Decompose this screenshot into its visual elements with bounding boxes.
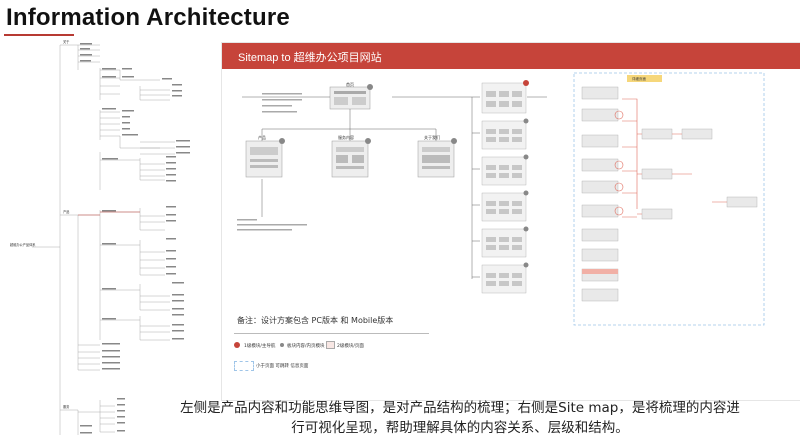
sitemap-node-service-label: 服务内容 [338,134,354,140]
sitemap-node-service: 服务内容 [331,134,371,178]
page-title: Information Architecture [6,4,290,31]
caption-line-1: 左侧是产品内容和功能思维导图，是对产品结构的梳理；右侧是Site map，是将梳… [180,400,740,416]
detail-column-label: 详细页面 [632,76,646,81]
sitemap-header-title: Sitemap to 超维办公项目网站 [238,52,382,64]
legend-dot-icon [234,342,240,348]
sitemap-note: 备注：设计方案包含 PC版本 和 Mobile版本 [237,316,394,325]
detail-frame [573,72,765,326]
page-caption: 左侧是产品内容和功能思维导图，是对产品结构的梳理；右侧是Site map，是将梳… [160,398,760,438]
sitemap-node-about: 关于我们 [417,134,457,178]
caption-line-2: 行可视化呈现，帮助理解具体的内容关系、层级和结构。 [291,420,629,436]
sitemap-node-product-label: 产品 [258,134,266,140]
sitemap-detail-column: 详细页面 [581,75,758,302]
legend-item-2: 板块内容/内页模块 [287,344,325,349]
sitemap-diagram: 首页 产品 服务内容 [237,72,765,326]
sitemap-node-home: 首页 [329,81,373,110]
sitemap-column-pages [481,80,529,294]
title-underline [4,34,74,36]
mindmap-branch-product: 产品 [63,209,69,214]
mindmap-root: 超维办公产品体系 [10,242,36,247]
legend-node-icon [280,343,284,347]
legend-item-1: 1级模块/主导航 [244,344,276,349]
sitemap-panel: Sitemap to 超维办公项目网站 首页 [221,42,800,401]
mindmap-branch-about: 关于 [63,40,70,44]
sitemap-header: Sitemap to 超维办公项目网站 [222,43,800,69]
sitemap-node-product: 产品 [245,134,285,178]
legend-frame-icon [234,361,254,371]
legend-item-3: 2级模块/页面 [337,344,364,349]
sitemap-node-about-label: 关于我们 [424,134,440,140]
sitemap-node-home-label: 首页 [346,81,354,87]
legend-page-icon [326,341,335,349]
legend-divider [234,333,429,334]
legend-item-4: 小于页面 可跳转 信息页面 [256,364,309,369]
mindmap-branch-service: 服务 [63,404,70,409]
mindmap-diagram: 超维办公产品体系 产品 服务 关于 [10,40,190,435]
